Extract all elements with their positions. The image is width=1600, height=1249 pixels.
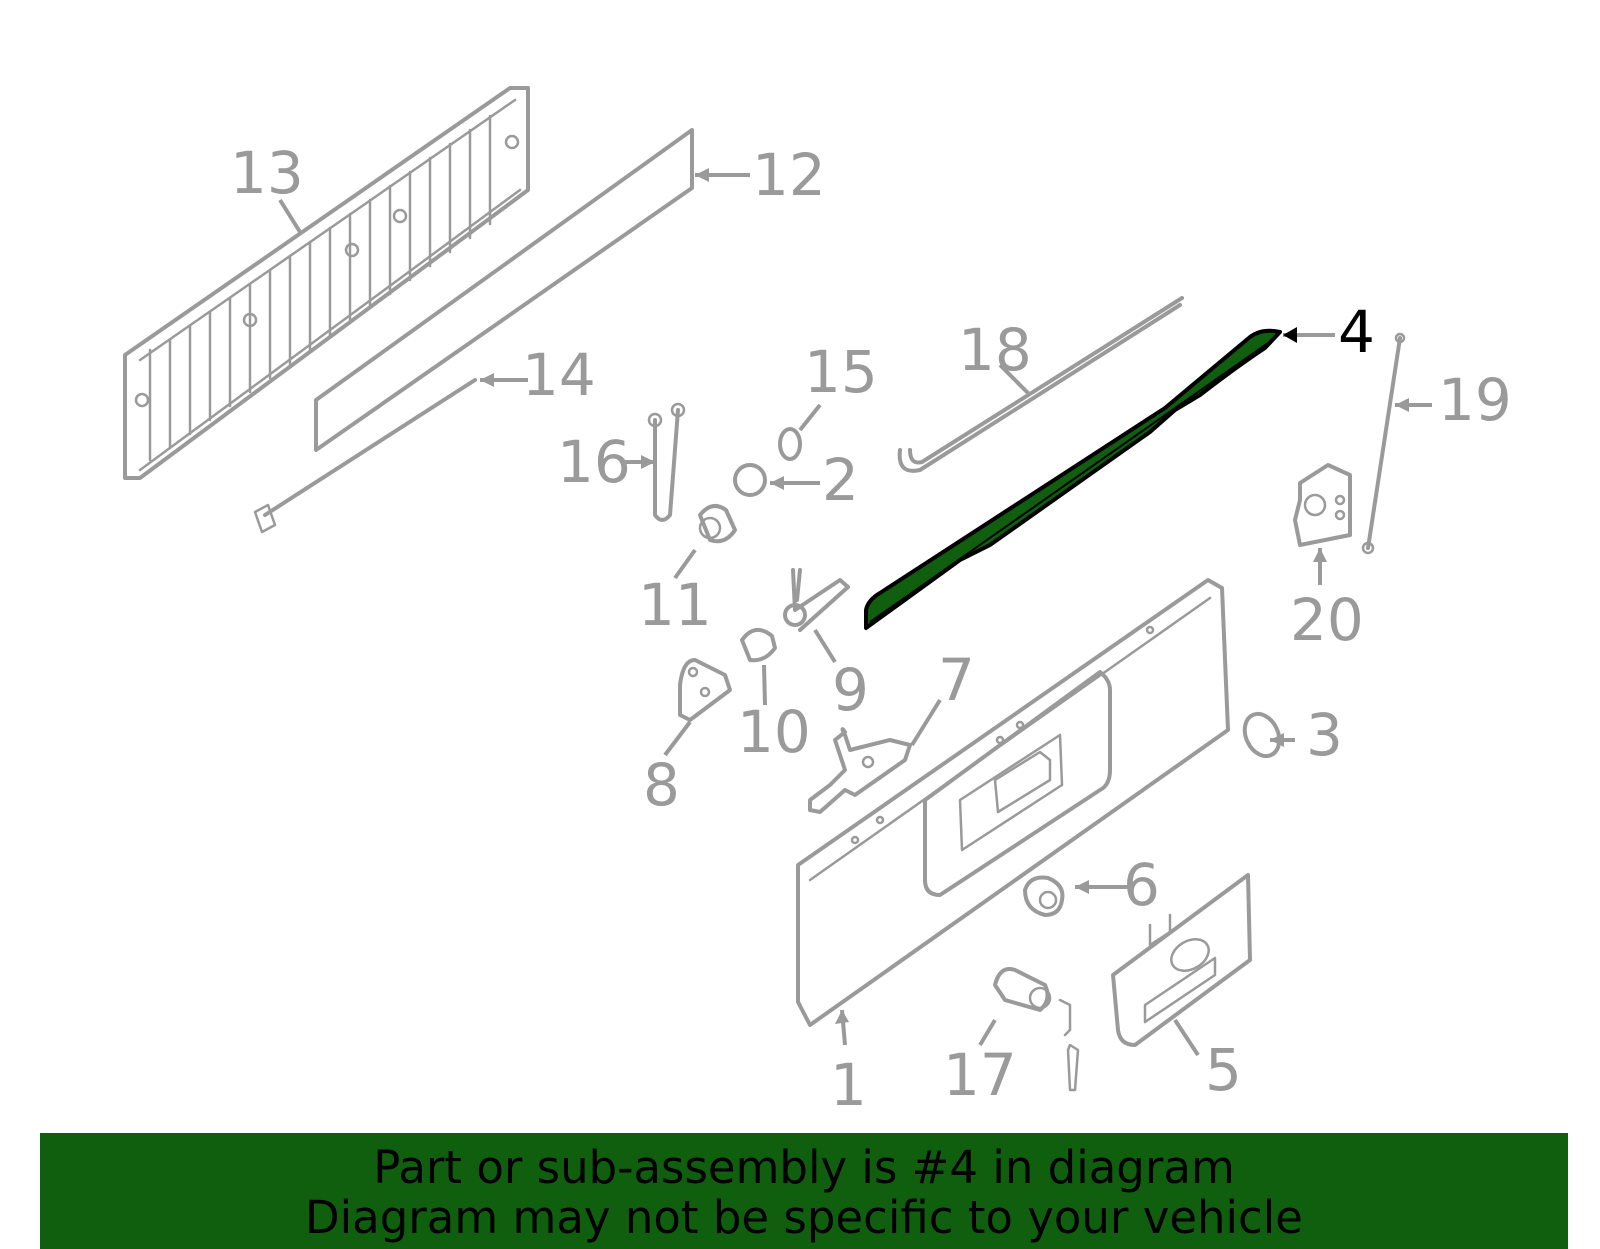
part-9-bracket [783,568,850,632]
callout-9[interactable]: 9 [832,656,869,724]
part-8-hinge [678,658,732,722]
callout-7[interactable]: 7 [938,646,975,714]
callout-19[interactable]: 19 [1438,366,1512,434]
part-4-tailgate-cap-highlighted [864,328,1282,630]
callout-12[interactable]: 12 [752,141,826,209]
callout-13[interactable]: 13 [230,139,304,207]
callout-11[interactable]: 11 [638,571,712,639]
part-13-tailgate-liner [123,86,530,480]
part-7-latch [808,727,912,814]
callout-2[interactable]: 2 [822,446,859,514]
part-1-tailgate [796,578,1230,1027]
callout-20[interactable]: 20 [1290,586,1364,654]
part-12-trim-strip [314,128,694,452]
banner-line-1: Part or sub-assembly is #4 in diagram [373,1141,1235,1194]
part-2-cap [733,463,767,497]
callout-5[interactable]: 5 [1205,1036,1242,1104]
callout-1[interactable]: 1 [830,1051,867,1119]
part-10-grommet [740,628,777,663]
banner-line-2: Diagram may not be specific to your vehi… [305,1191,1303,1244]
part-5-handle-bezel [1111,873,1252,1047]
part-3-plug [1242,711,1282,759]
part-11-bushing [698,504,737,544]
callout-labels: 1 2 3 4 5 6 7 8 9 10 11 12 13 14 15 16 1… [230,139,1512,1119]
part-16-cable [647,402,686,522]
info-banner: Part or sub-assembly is #4 in diagram Di… [40,1133,1568,1249]
callout-18[interactable]: 18 [958,316,1032,384]
part-20-striker-bracket [1293,463,1352,547]
callout-leaders [278,173,1432,1057]
part-19-support-rod [1361,332,1406,555]
callout-4[interactable]: 4 [1338,298,1375,366]
part-14-rod [253,378,477,534]
part-15-plug [778,427,802,461]
callout-8[interactable]: 8 [643,751,680,819]
part-17-lock-cylinder [993,967,1080,1092]
callout-16[interactable]: 16 [557,428,631,496]
callout-15[interactable]: 15 [804,338,878,406]
callout-3[interactable]: 3 [1306,701,1343,769]
callout-arrowheads [480,168,1409,1024]
part-18-rod [897,296,1184,473]
callout-17[interactable]: 17 [943,1041,1017,1109]
callout-6[interactable]: 6 [1123,851,1160,919]
part-6-bumper [1023,875,1065,917]
callout-14[interactable]: 14 [522,341,596,409]
callout-10[interactable]: 10 [737,698,811,766]
